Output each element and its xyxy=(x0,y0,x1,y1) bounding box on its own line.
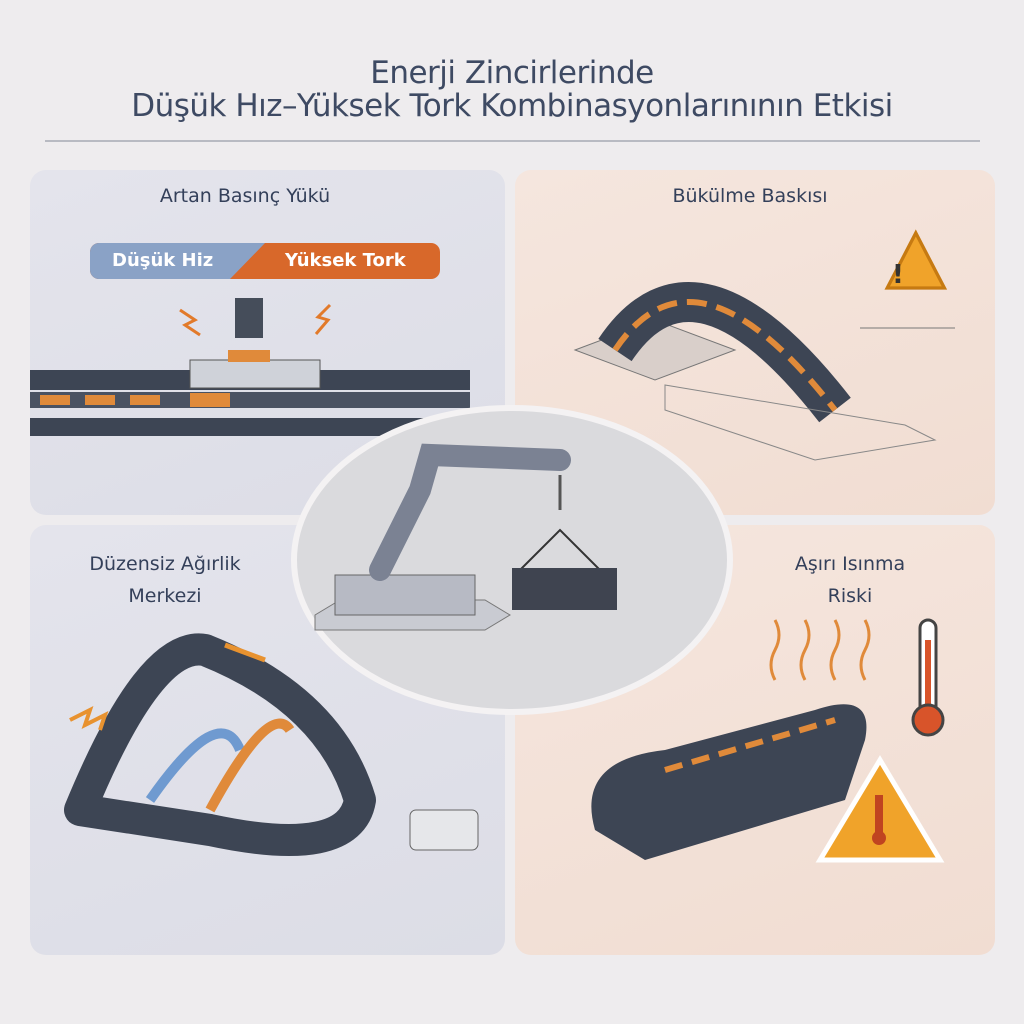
thermometer-icon xyxy=(911,618,945,737)
panel-title-gravity: Düzensiz Ağırlik Merkezi xyxy=(60,548,270,612)
arrow-icon xyxy=(224,642,266,663)
panel-title-overheating: Aşırı Isınma Riski xyxy=(750,548,950,612)
bending-chain-illustration: ! xyxy=(573,229,955,461)
pill-low-speed: Düşük Hiz xyxy=(112,250,214,271)
overheat-title-line-2: Riski xyxy=(827,585,873,607)
svg-text:!: ! xyxy=(892,260,904,290)
compressed-chain-illustration xyxy=(30,298,470,436)
twisted-chain-illustration xyxy=(64,633,479,856)
gravity-title-line-1: Düzensiz Ağırlik xyxy=(89,553,241,575)
warning-icon: ! xyxy=(884,229,948,290)
gauge-icon xyxy=(409,809,479,851)
title-line-1: Enerji Zincirlerinde xyxy=(370,55,654,91)
title-line-2: Düşük Hız–Yüksek Tork Kombinasyonlarının… xyxy=(131,88,893,124)
hot-chain-illustration xyxy=(591,618,945,863)
gravity-title-line-2: Merkezi xyxy=(128,585,202,607)
pill-high-torque: Yüksek Tork xyxy=(285,250,406,271)
overheat-title-line-1: Aşırı Isınma xyxy=(794,553,906,575)
load-weight xyxy=(512,568,617,610)
panel-title-bending: Bükülme Baskısı xyxy=(672,185,828,207)
panel-title-pressure: Artan Basınç Yükü xyxy=(159,185,331,207)
robot-arm-illustration xyxy=(291,405,733,715)
speed-torque-pill: Düşük Hiz Yüksek Tork xyxy=(90,243,440,279)
title-divider xyxy=(45,140,980,142)
